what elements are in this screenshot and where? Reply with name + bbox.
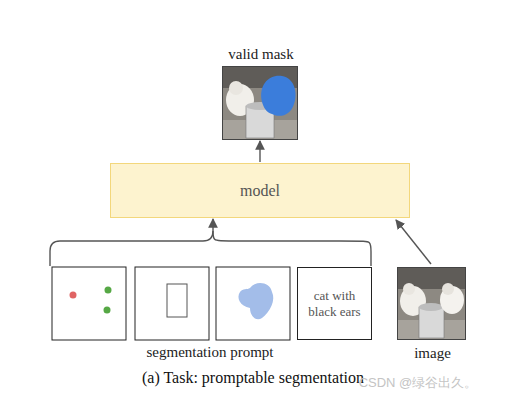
box-prompt	[167, 284, 187, 317]
image-box: image	[397, 267, 466, 340]
output-photo	[222, 66, 298, 140]
prompt-group-label: segmentation prompt	[90, 344, 330, 361]
negative-point	[70, 292, 77, 299]
flow-arrow	[259, 141, 260, 162]
point-prompt-box	[52, 267, 126, 340]
model-box: model	[110, 163, 410, 218]
image-heading: image	[363, 344, 503, 362]
image-heading: valid mask	[191, 45, 331, 63]
mask-prompt-box	[216, 267, 290, 340]
box-prompt-box	[135, 267, 209, 340]
watermark: CSDN @绿谷出久。	[330, 374, 506, 392]
mask-prompt	[238, 283, 273, 319]
text-prompt-box: cat with black ears	[297, 267, 372, 340]
image-box: valid mask	[222, 66, 298, 140]
positive-point	[104, 307, 111, 314]
node-text: model	[240, 181, 280, 200]
input-photo	[397, 267, 466, 340]
brace	[50, 231, 213, 266]
flow-arrow	[213, 219, 371, 266]
positive-point	[105, 287, 112, 294]
node-text: cat with black ears	[302, 288, 367, 319]
flow-arrow	[396, 220, 431, 264]
